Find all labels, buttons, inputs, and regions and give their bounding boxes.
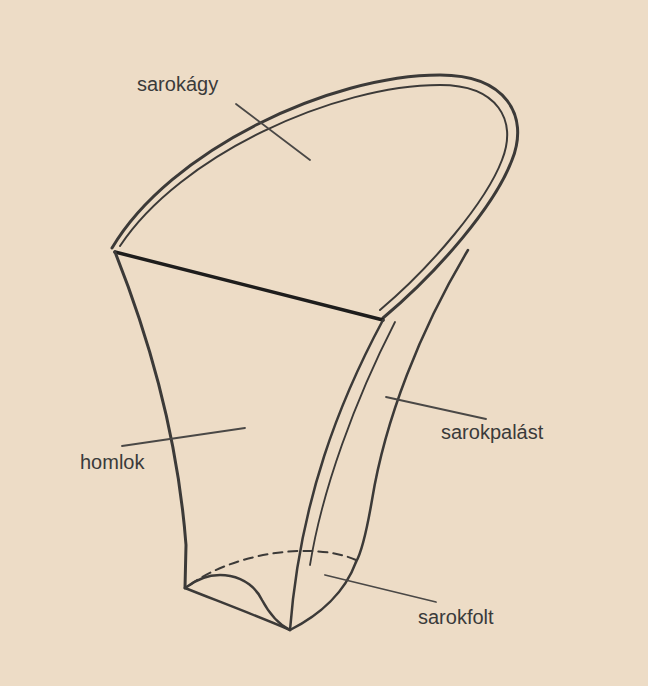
seat-rim-inner xyxy=(120,85,507,310)
part-label: sarokfolt xyxy=(418,606,494,628)
heel-bottom-back xyxy=(290,562,356,630)
heel-bottom-front xyxy=(185,575,290,630)
mantle-line xyxy=(310,322,395,565)
corner-edge xyxy=(290,320,383,630)
back-edge xyxy=(356,250,468,562)
heel-bottom-left xyxy=(185,588,290,630)
leader-line xyxy=(122,428,245,446)
front-edge xyxy=(115,252,383,320)
front-left-edge xyxy=(115,252,186,588)
part-label: homlok xyxy=(80,451,144,473)
leader-line xyxy=(386,397,486,419)
part-label: sarokágy xyxy=(137,73,218,95)
seat-rim-outer xyxy=(112,75,518,318)
part-label: sarokpalást xyxy=(441,421,543,443)
leader-line xyxy=(325,575,436,602)
leader-line xyxy=(236,104,310,160)
heel-bottom-hidden xyxy=(190,551,356,585)
